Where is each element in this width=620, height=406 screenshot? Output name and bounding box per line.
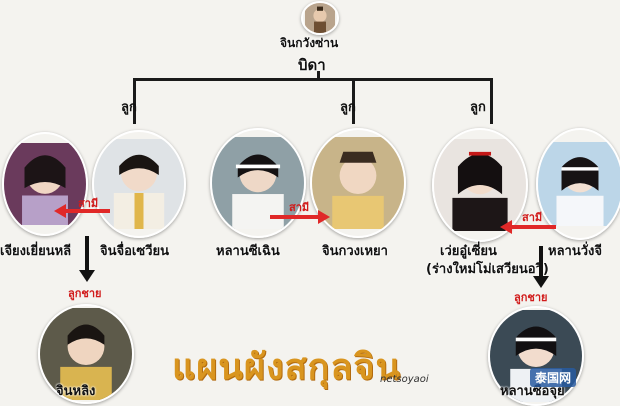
jiang-yanli-name: เจียงเยี่ยนหลี (0, 244, 72, 259)
spouse-label-right: สามี (522, 211, 543, 224)
spouse-label-mid: สามี (289, 201, 310, 214)
spouse-arrow-right (500, 220, 556, 234)
jin-guangyao-portrait (310, 128, 406, 238)
father-stem (317, 71, 320, 80)
credit-text: netsoyaoi (380, 374, 429, 385)
child-label-right: ลูก (470, 100, 486, 115)
branch-left-drop (133, 78, 136, 124)
lan-xichen-portrait (210, 128, 306, 238)
wei-wuxian-name: เว่ยอู๋เซี่ยน (440, 244, 497, 259)
spouse-arrow-mid (270, 210, 330, 224)
jin-ling-name: จินหลิง (56, 384, 96, 399)
jiang-yanli-portrait (2, 132, 88, 236)
wei-wuxian-note: (ร่างใหม่โม่เสวียนอวี่) (426, 262, 549, 277)
jin-zixuan-name: จินจื่อเซวียน (100, 244, 169, 259)
lan-sizhui-name: หลานซือจุย (500, 384, 565, 399)
lan-wangji-portrait (536, 128, 620, 240)
father-role: บิดา (298, 56, 326, 74)
jin-zixuan-portrait (92, 130, 186, 238)
child-label-mid: ลูก (340, 100, 356, 115)
son-arrow-left (79, 236, 95, 282)
diagram-title: แผนผังสกุลจิน (172, 347, 402, 388)
jin-ling-portrait (38, 304, 134, 404)
son-arrow-right (533, 246, 549, 288)
watermark: 泰国网 (530, 368, 577, 387)
lan-xichen-name: หลานซีเฉิน (216, 244, 280, 259)
son-label-right: ลูกชาย (514, 291, 548, 304)
son-label-left: ลูกชาย (68, 287, 102, 300)
father-name: จินกวังซ่าน (280, 36, 339, 50)
branch-mid-drop (352, 78, 355, 124)
wei-wuxian-portrait (432, 128, 528, 242)
branch-bar (133, 78, 493, 81)
spouse-arrow-left (54, 204, 110, 218)
spouse-label-left: สามี (78, 197, 99, 210)
lan-wangji-name: หลานวั่งจี (548, 244, 602, 259)
jin-guangyao-name: จินกวงเหยา (322, 244, 388, 259)
child-label-left: ลูก (121, 100, 137, 115)
branch-right-drop (490, 78, 493, 124)
father-portrait (301, 1, 339, 35)
